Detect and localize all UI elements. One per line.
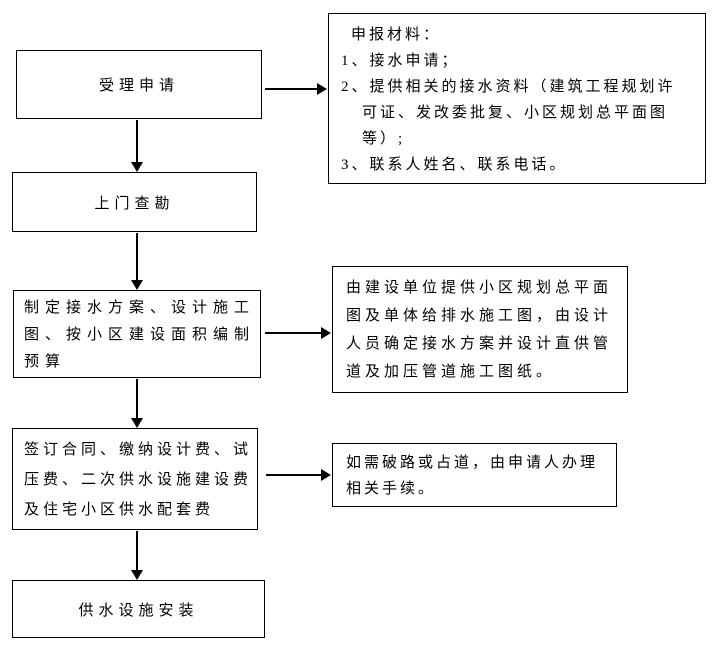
arrow-shaft [266,474,323,476]
arrow-right-icon [265,327,331,339]
arrow-head [131,418,143,428]
arrow-shaft [136,531,138,572]
step-line: 压费、二次供水设施建设费 [24,472,253,488]
step-box-plan-design: 制定接水方案、设计施工 图、按小区建设面积编制 预算 [13,290,261,378]
arrow-shaft [265,88,319,90]
step-label: 受理申请 [98,78,179,94]
note-line: 等）; [362,131,406,147]
step-box-accept-application: 受理申请 [16,50,262,119]
note-line: 相关手续。 [346,481,437,497]
arrow-shaft [136,120,138,164]
arrow-head [131,162,143,172]
note-line: 1、接水申请； [341,53,460,69]
note-line: 人员确定接水方案并设计直供管 [346,336,613,352]
note-line: 道及加压管道施工图纸。 [346,364,556,380]
step-box-facility-install: 供水设施安装 [12,580,265,638]
arrow-head [321,327,331,339]
note-line: 3、联系人姓名、联系电话。 [341,157,568,173]
step-line: 预算 [24,354,67,370]
arrow-right-icon [265,83,327,95]
note-line: 如需破路或占道，由申请人办理 [346,455,599,471]
step-label: 供水设施安装 [78,602,199,619]
arrow-head [317,83,327,95]
note-box-road-permit: 如需破路或占道，由申请人办理 相关手续。 [332,443,617,507]
arrow-head [131,570,143,580]
note-line: 申报材料： [351,27,442,43]
step-box-site-survey: 上门查勘 [12,172,257,232]
arrow-right-icon [266,469,331,481]
arrow-down-icon [131,379,143,428]
step-line: 签订合同、缴纳设计费、试 [24,442,253,458]
note-box-application-materials: 申报材料： 1、接水申请； 2、提供相关的接水资料（建筑工程规划许 可证、发改委… [328,13,706,184]
note-line: 图及单体给排水施工图，由设计 [346,308,613,324]
note-box-design-details: 由建设单位提供小区规划总平面 图及单体给排水施工图，由设计 人员确定接水方案并设… [332,266,628,393]
note-line: 可证、发改委批复、小区规划总平面图 [362,105,669,121]
note-line: 2、提供相关的接水资料（建筑工程规划许 [341,79,676,95]
arrow-shaft [265,332,323,334]
step-line: 及住宅小区供水配套费 [24,502,215,518]
arrow-down-icon [131,120,143,172]
arrow-down-icon [131,531,143,580]
arrow-head [321,469,331,481]
step-box-contract-fees: 签订合同、缴纳设计费、试 压费、二次供水设施建设费 及住宅小区供水配套费 [12,428,258,530]
step-label: 上门查勘 [94,195,175,212]
step-line: 图、按小区建设面积编制 [24,327,256,343]
step-line: 制定接水方案、设计施工 [24,300,256,316]
arrow-shaft [136,233,138,282]
note-line: 由建设单位提供小区规划总平面 [346,280,613,296]
arrow-shaft [136,379,138,420]
arrow-head [131,280,143,290]
arrow-down-icon [131,233,143,290]
